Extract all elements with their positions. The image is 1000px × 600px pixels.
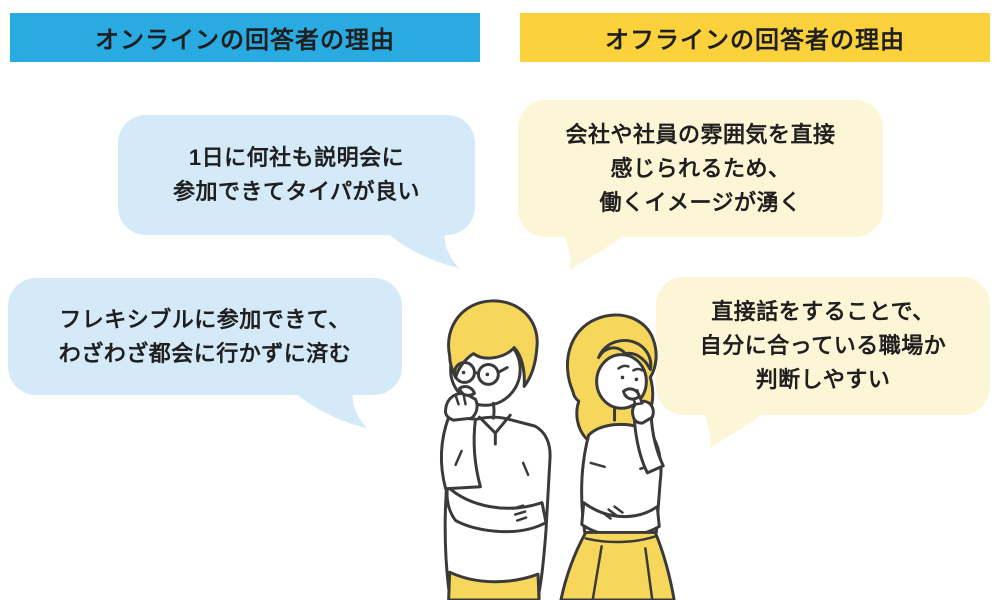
speech-bubble-line: フレキシブルに参加できて、 [59,306,351,332]
speech-bubble-online-1: 1日に何社も説明会に 参加できてタイパが良い [118,115,475,235]
header-online-label: オンラインの回答者の理由 [95,27,395,54]
speech-bubble-line: わざわざ都会に行かずに済む [58,340,352,366]
speech-bubble-tail-online-2 [295,392,367,428]
speech-bubble-tail-offline-2 [704,412,764,448]
man-figure [439,299,552,600]
speech-bubble-offline-1: 会社や社員の雰囲気を直接 感じられるため、 働くイメージが湧く [518,100,883,237]
two-people-thinking-illustration [439,299,676,600]
speech-bubble-line: 会社や社員の雰囲気を直接 [565,121,836,147]
header-offline-label: オフラインの回答者の理由 [605,27,905,54]
header-online-respondents: オンラインの回答者の理由 [10,13,480,62]
speech-bubble-line: 自分に合っている職場か [699,333,947,358]
speech-bubble-line: 働くイメージが湧く [599,189,802,215]
speech-bubble-line: 感じられるため、 [610,155,791,181]
woman-figure [559,313,676,600]
speech-bubble-line: 判断しやすい [755,367,891,392]
speech-bubble-line: 直接話をすることで、 [711,299,935,324]
speech-bubble-line: 1日に何社も説明会に [188,145,405,170]
header-offline-respondents: オフラインの回答者の理由 [520,13,990,62]
speech-bubble-tail-offline-1 [564,234,624,270]
speech-bubble-line: 参加できてタイパが良い [172,179,421,204]
speech-bubble-offline-2: 直接話をすることで、 自分に合っている職場か 判断しやすい [656,277,990,415]
speech-bubble-online-2: フレキシブルに参加できて、 わざわざ都会に行かずに済む [8,278,402,395]
speech-bubble-tail-online-1 [387,232,459,268]
